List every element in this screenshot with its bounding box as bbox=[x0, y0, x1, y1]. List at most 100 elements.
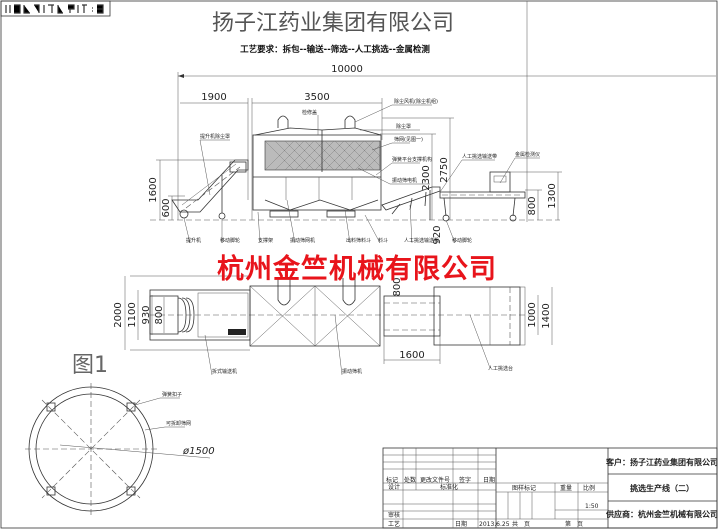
incline-conveyor bbox=[171, 159, 249, 220]
dimension-2000: 2000 bbox=[113, 276, 126, 350]
tb-review: 审核 bbox=[388, 511, 400, 519]
callout-label: 可拆卸筛网 bbox=[166, 420, 191, 427]
svg-text:1000: 1000 bbox=[527, 302, 538, 327]
side-callouts bbox=[183, 199, 456, 244]
svg-text:1300: 1300 bbox=[547, 183, 558, 208]
dust-fan-left bbox=[277, 115, 289, 128]
tb-scale: 1:50 bbox=[585, 503, 599, 510]
plan-view: 2000 1100 930 800 800 1600 1000 1400 拆式输… bbox=[113, 275, 553, 376]
svg-text:10000: 10000 bbox=[331, 64, 363, 75]
tb-drawing-name: 挑选生产线（二） bbox=[630, 483, 694, 493]
dimension-800-width: 800 bbox=[154, 297, 165, 333]
dimension-800-plan: 800 bbox=[392, 277, 403, 296]
svg-text:2300: 2300 bbox=[421, 165, 432, 190]
plan-outlet-conveyor bbox=[383, 295, 441, 337]
side-view: 1600 600 2300 2750 920 800 1300 bbox=[148, 98, 562, 245]
dimension-930: 930 bbox=[141, 295, 153, 335]
callout-label: 弹簧平台支撑机构 bbox=[392, 156, 432, 163]
plan-picking-table bbox=[433, 286, 521, 346]
metal-detector bbox=[489, 171, 511, 193]
callout-label: 料斗 bbox=[378, 237, 388, 244]
callout-label: 拆式输送机 bbox=[212, 368, 237, 375]
dimension-1400: 1400 bbox=[541, 287, 553, 345]
callout-label: 筛网(见图一) bbox=[394, 136, 423, 143]
diameter-label: ø1500 bbox=[182, 446, 215, 457]
dimension-2750: 2750 bbox=[382, 117, 454, 220]
callout-label: 人工挑选输送机 bbox=[404, 237, 439, 244]
svg-text:1600: 1600 bbox=[399, 350, 424, 361]
callout-label: 振动筛网机 bbox=[290, 237, 315, 244]
dimension-2300: 2300 bbox=[380, 133, 436, 220]
callout-label: 移动脚轮 bbox=[220, 237, 240, 244]
top-callouts bbox=[199, 104, 540, 196]
callout-label: 支撑架 bbox=[258, 237, 273, 244]
svg-text:600: 600 bbox=[161, 198, 172, 217]
tb-standardization: 标准化 bbox=[440, 483, 458, 491]
tb-header: 日期 bbox=[483, 476, 495, 484]
tb-scale-label: 比例 bbox=[583, 484, 595, 492]
callout-label: 人工挑选台 bbox=[488, 365, 513, 372]
dimension-1000: 1000 bbox=[527, 295, 539, 335]
figure-1-screen-detail: 图1 弹簧扣子 可拆卸筛网 ø1500 bbox=[25, 353, 215, 515]
tb-header: 标记 bbox=[386, 476, 398, 484]
svg-text:1100: 1100 bbox=[127, 302, 138, 327]
picking-conveyor bbox=[439, 171, 526, 222]
dimension-920: 920 bbox=[432, 225, 443, 244]
tb-date-label: 日期 bbox=[455, 520, 467, 528]
callout-label: 金属检测仪 bbox=[515, 151, 540, 158]
svg-text:800: 800 bbox=[527, 196, 538, 215]
callout-label: 振动筛电机 bbox=[392, 177, 417, 184]
callout-label: 提升机 bbox=[186, 237, 201, 244]
title-block: 标记 处数 更改文件号 签字 日期 设计 标准化 审核 工艺 日期 2013.6… bbox=[382, 447, 718, 529]
outlet-conveyor bbox=[381, 186, 441, 220]
svg-text:1400: 1400 bbox=[541, 303, 552, 328]
tb-customer: 客户：扬子江药业集团有限公司 bbox=[605, 457, 718, 467]
tb-supplier: 供应商：杭州金竺机械有限公司 bbox=[605, 509, 718, 519]
callout-label: 检修盖 bbox=[302, 109, 317, 116]
callout-label: 除尘罩 bbox=[396, 123, 411, 130]
dimension-800-height: 800 bbox=[525, 189, 542, 220]
dimension-600: 600 bbox=[161, 195, 185, 220]
figure-label: 图1 bbox=[72, 353, 108, 378]
process-requirement: 工艺要求：拆包--输送--筛选--人工挑选--金属检测 bbox=[240, 44, 430, 55]
tb-header: 签字 bbox=[459, 476, 471, 484]
dimension-1900: 1900 bbox=[180, 92, 249, 200]
callout-label: 出料筛料斗 bbox=[346, 237, 371, 244]
callout-label: 移动脚轮 bbox=[452, 237, 472, 244]
callout-label: 除尘风机(除尘机组) bbox=[394, 98, 438, 105]
tb-header: 处数 bbox=[404, 476, 416, 484]
tb-weight: 重量 bbox=[560, 484, 572, 492]
svg-text:930: 930 bbox=[141, 305, 152, 324]
callout-label: 振动筛机 bbox=[342, 368, 362, 375]
callout-label: 弹簧扣子 bbox=[162, 391, 182, 398]
dimension-3500: 3500 bbox=[251, 92, 383, 220]
dimension-1300: 1300 bbox=[510, 171, 562, 220]
svg-text:1900: 1900 bbox=[201, 92, 226, 103]
tb-sheet: 第 页 bbox=[565, 520, 583, 528]
svg-text:2750: 2750 bbox=[439, 157, 450, 182]
dimension-1100: 1100 bbox=[127, 290, 139, 340]
header-stamp bbox=[0, 0, 111, 17]
screening-machine bbox=[252, 115, 382, 218]
dust-fan-right bbox=[344, 115, 356, 128]
dimension-1600-width: 1600 bbox=[383, 336, 441, 364]
tb-design: 设计 bbox=[388, 483, 400, 491]
tb-process: 工艺 bbox=[388, 520, 400, 528]
dimension-1600-height: 1600 bbox=[148, 159, 235, 220]
tb-header: 更改文件号 bbox=[420, 476, 450, 484]
svg-text:3500: 3500 bbox=[304, 92, 329, 103]
svg-text:1600: 1600 bbox=[148, 177, 159, 202]
screen-mesh bbox=[264, 140, 381, 171]
callout-label: 人工挑选输送带 bbox=[462, 153, 497, 160]
svg-text:2000: 2000 bbox=[113, 302, 124, 327]
tb-stage-mark: 图样标记 bbox=[512, 484, 536, 492]
company-watermark: 杭州金竺机械有限公司 bbox=[217, 253, 497, 285]
motor bbox=[228, 329, 246, 335]
svg-text:800: 800 bbox=[154, 305, 165, 324]
tb-date: 2013.6.25 bbox=[479, 521, 510, 528]
tb-total-sheets: 共 页 bbox=[512, 520, 530, 528]
callout-label: 提升机除尘罩 bbox=[200, 133, 230, 140]
